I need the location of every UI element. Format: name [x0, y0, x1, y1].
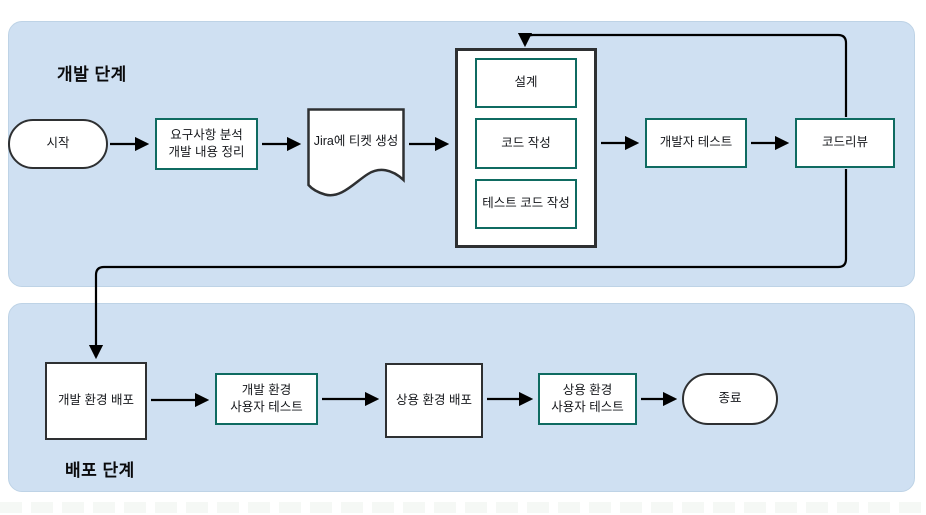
node-dev-env-user-test: 개발 환경 사용자 테스트: [215, 373, 318, 425]
node-write-test-code-label: 테스트 코드 작성: [482, 196, 570, 211]
node-jira-ticket-label: Jira에 티켓 생성: [313, 134, 399, 148]
node-code-review-label: 코드리뷰: [821, 135, 868, 150]
node-prod-env-user-test-line2: 사용자 테스트: [551, 400, 624, 414]
node-requirements-line2: 개발 내용 정리: [168, 145, 245, 159]
node-prod-env-user-test: 상용 환경 사용자 테스트: [538, 373, 637, 425]
node-dev-env-deploy-label: 개발 환경 배포: [58, 393, 134, 408]
node-code-review: 코드리뷰: [795, 118, 895, 168]
node-write-code: 코드 작성: [475, 118, 577, 169]
node-requirements-analysis: 요구사항 분석 개발 내용 정리: [155, 118, 258, 170]
node-prod-env-deploy-label: 상용 환경 배포: [396, 392, 472, 407]
node-requirements-line1: 요구사항 분석: [170, 127, 243, 142]
node-end: 종료: [682, 373, 778, 425]
node-dev-env-user-test-line1: 개발 환경: [241, 382, 292, 397]
node-developer-test: 개발자 테스트: [645, 118, 747, 168]
node-prod-env-user-test-line1: 상용 환경: [562, 382, 613, 397]
node-developer-test-label: 개발자 테스트: [659, 135, 733, 150]
node-start: 시작: [8, 119, 108, 169]
node-write-code-label: 코드 작성: [501, 135, 551, 150]
node-end-label: 종료: [718, 391, 742, 406]
node-start-label: 시작: [46, 136, 70, 151]
deployment-phase-title: 배포 단계: [65, 461, 135, 480]
bottom-edge-artifact: [0, 502, 926, 513]
node-prod-env-deploy: 상용 환경 배포: [385, 363, 483, 438]
node-dev-env-user-test-line2: 사용자 테스트: [230, 400, 303, 414]
node-jira-ticket-document: Jira에 티켓 생성: [307, 108, 405, 197]
development-phase-title: 개발 단계: [57, 65, 127, 84]
node-design-label: 설계: [514, 75, 538, 90]
node-design: 설계: [475, 58, 577, 108]
node-write-test-code: 테스트 코드 작성: [475, 179, 577, 229]
document-shape-icon: [307, 108, 405, 197]
node-dev-env-deploy: 개발 환경 배포: [45, 362, 147, 440]
